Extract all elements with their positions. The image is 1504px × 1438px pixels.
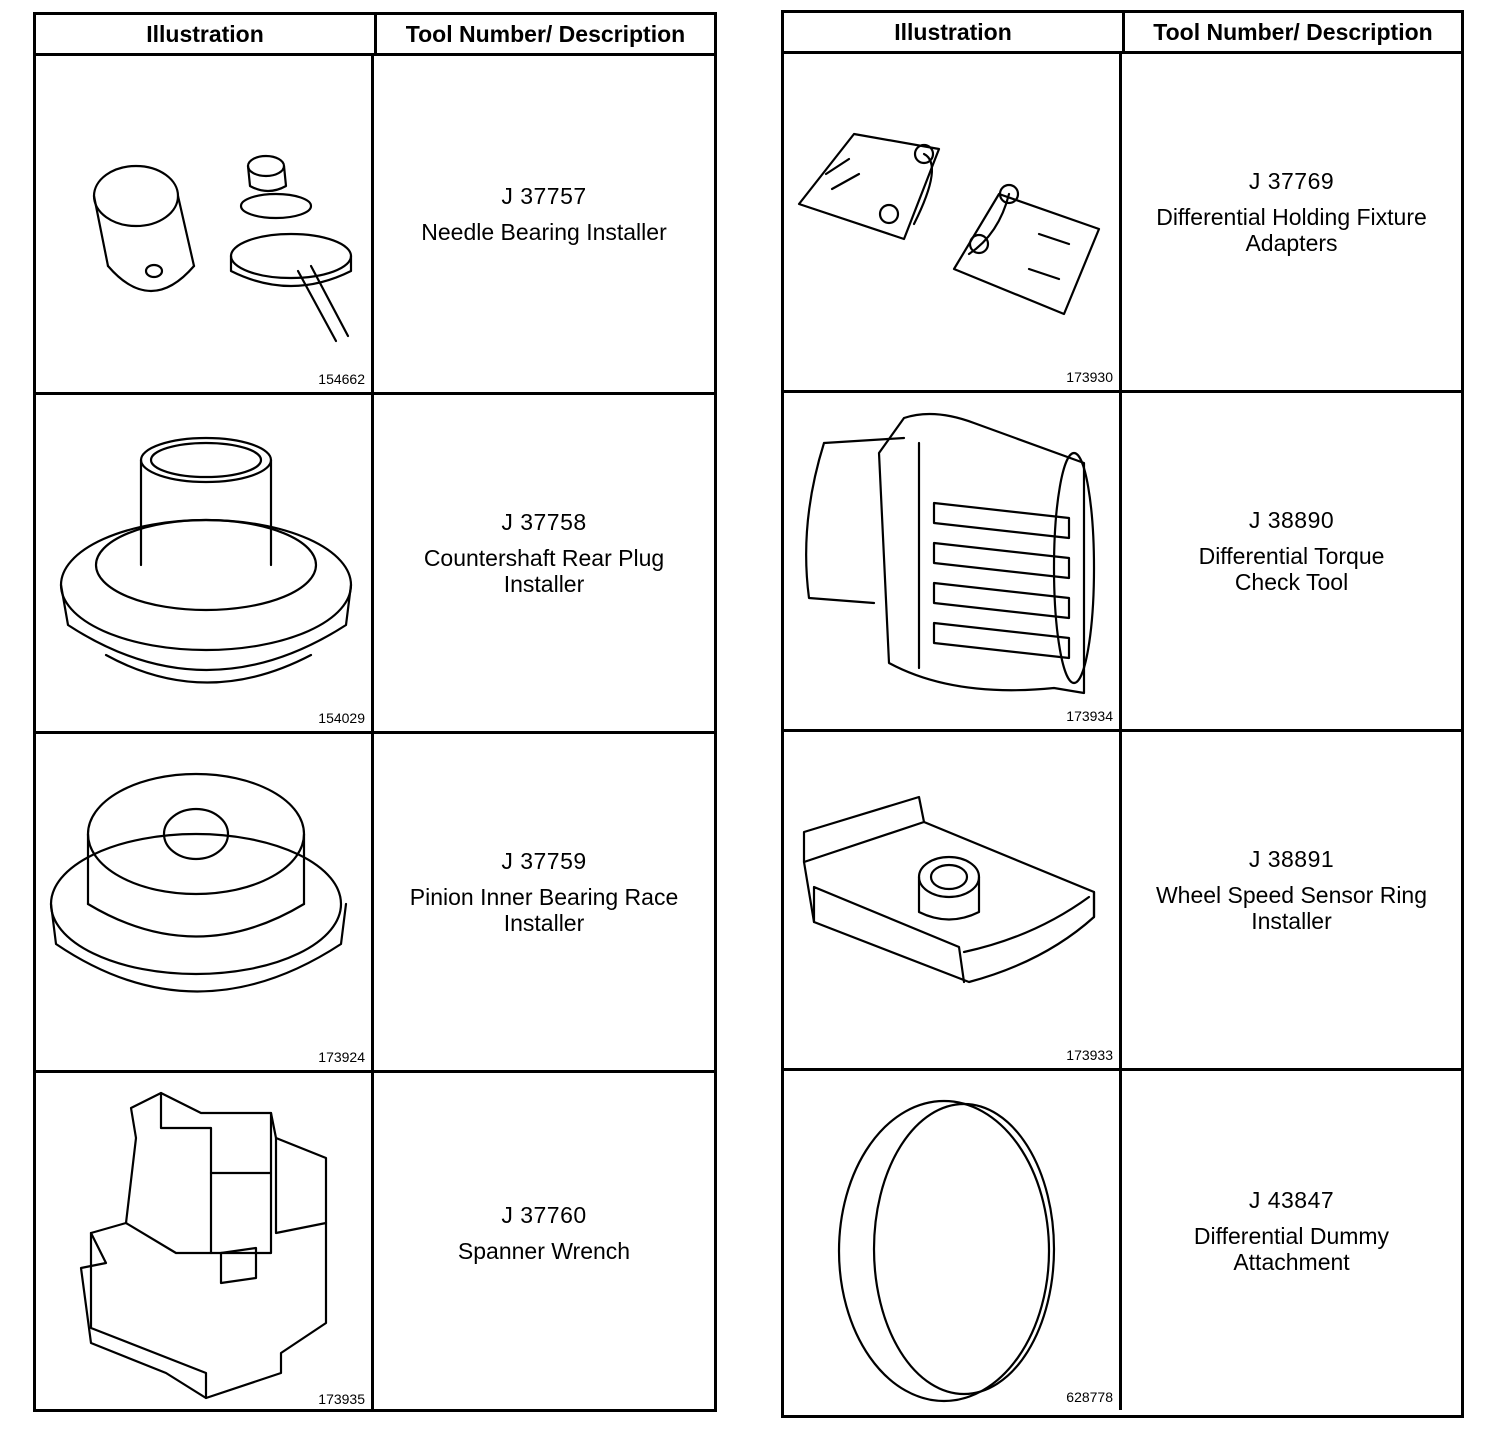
description-header: Tool Number/ Description: [1153, 18, 1433, 45]
tool-description: J 37759 Pinion Inner Bearing Race Instal…: [374, 734, 714, 1070]
tool-name-line2: Installer: [1251, 908, 1332, 934]
illustration-header: Illustration: [784, 13, 1125, 51]
tool-description: J 38890 Differential Torque Check Tool: [1122, 393, 1461, 729]
tool-name-line1: Differential Holding Fixture: [1156, 204, 1427, 230]
illustration-cell: 173933: [784, 732, 1122, 1068]
tool-name-line1: Differential Torque: [1198, 543, 1385, 569]
tool-description: J 37758 Countershaft Rear Plug Installer: [374, 395, 714, 731]
tool-description: J 43847 Differential Dummy Attachment: [1122, 1071, 1461, 1410]
illustration-cell: 173924: [36, 734, 374, 1070]
tool-row: 154029 J 37758 Countershaft Rear Plug In…: [36, 395, 714, 734]
tool-name-line1: Spanner Wrench: [457, 1237, 631, 1264]
illustration-cell: 628778: [784, 1071, 1122, 1410]
tool-row: 173933 J 38891 Wheel Speed Sensor Ring I…: [784, 732, 1461, 1071]
countershaft-rear-plug-installer-icon: [59, 436, 353, 684]
figure-number: 173924: [318, 1049, 365, 1065]
figure-number: 154662: [318, 371, 365, 387]
tool-name-line2: Installer: [503, 910, 585, 936]
illustration-header: Illustration: [36, 15, 377, 53]
tool-number: J 37759: [501, 848, 587, 874]
tool-description: J 37769 Differential Holding Fixture Ada…: [1122, 54, 1461, 390]
tool-number: J 37758: [501, 509, 587, 535]
tool-name-line2: Adapters: [1245, 230, 1338, 256]
tool-row: 173935 J 37760 Spanner Wrench: [36, 1073, 714, 1412]
holding-fixture-adapters-icon: [797, 132, 1101, 316]
dummy-attachment-icon: [837, 1099, 1056, 1403]
table-header: Illustration Tool Number/ Description: [36, 15, 714, 56]
tool-row: 628778 J 43847 Differential Dummy Attach…: [784, 1071, 1461, 1410]
illustration-cell: 154662: [36, 56, 374, 392]
illustration-cell: 154029: [36, 395, 374, 731]
needle-bearing-installer-icon: [92, 154, 353, 343]
spanner-wrench-icon: [79, 1091, 328, 1400]
figure-number: 154029: [318, 710, 365, 726]
sensor-ring-installer-icon: [802, 795, 1096, 984]
tool-number: J 43847: [1248, 1186, 1335, 1213]
tool-name-line1: Wheel Speed Sensor Ring: [1155, 882, 1428, 908]
figure-number: 173934: [1066, 708, 1113, 724]
tool-name-line2: Attachment: [1233, 1248, 1350, 1275]
table-header: Illustration Tool Number/ Description: [784, 13, 1461, 54]
tool-name-line1: Needle Bearing Installer: [421, 219, 667, 245]
tool-table-left: Illustration Tool Number/ Description 15…: [33, 12, 717, 1412]
tool-name-line1: Pinion Inner Bearing Race: [409, 884, 679, 910]
tool-name-line1: Differential Dummy: [1193, 1222, 1390, 1249]
illustration-cell: 173934: [784, 393, 1122, 729]
description-header: Tool Number/ Description: [405, 20, 686, 47]
figure-number: 173933: [1066, 1047, 1113, 1063]
figure-number: 628778: [1066, 1389, 1113, 1405]
tool-number: J 37757: [501, 183, 587, 209]
tool-name-line2: Check Tool: [1234, 569, 1349, 595]
figure-number: 173935: [318, 1391, 365, 1407]
tool-description: J 38891 Wheel Speed Sensor Ring Installe…: [1122, 732, 1461, 1068]
tool-number: J 38890: [1248, 507, 1335, 533]
tool-row: 173934 J 38890 Differential Torque Check…: [784, 393, 1461, 732]
tool-row: 173924 J 37759 Pinion Inner Bearing Race…: [36, 734, 714, 1073]
tool-description: J 37760 Spanner Wrench: [374, 1073, 714, 1412]
tool-row: 173930 J 37769 Differential Holding Fixt…: [784, 54, 1461, 393]
figure-number: 173930: [1066, 369, 1113, 385]
tool-description: J 37757 Needle Bearing Installer: [374, 56, 714, 392]
tool-number: J 38891: [1248, 846, 1335, 872]
illustration-cell: 173935: [36, 1073, 374, 1412]
tool-name-line1: Countershaft Rear Plug: [423, 545, 665, 571]
tool-table-right: Illustration Tool Number/ Description 17…: [781, 10, 1464, 1418]
tool-name-line2: Installer: [503, 571, 585, 597]
illustration-cell: 173930: [784, 54, 1122, 390]
torque-check-tool-icon: [805, 412, 1096, 695]
tool-row: 154662 J 37757 Needle Bearing Installer: [36, 56, 714, 395]
tool-number: J 37760: [501, 1201, 587, 1228]
tool-number: J 37769: [1248, 168, 1335, 194]
pinion-race-installer-icon: [49, 772, 348, 993]
